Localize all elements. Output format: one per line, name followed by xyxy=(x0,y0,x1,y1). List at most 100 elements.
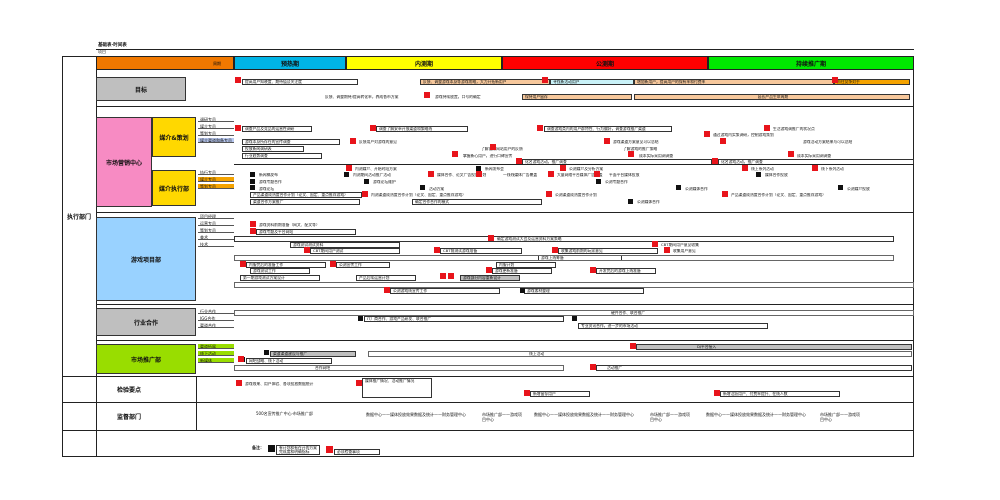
task-bar: 内测渠道成熟度合作计划（论文、国定、重点推荐游戏） xyxy=(371,192,466,197)
supervision-item: 数据中心——媒体投放效果数据及统计——财务管理中心 xyxy=(366,412,466,417)
task-bar: 了解游戏的推广策略 xyxy=(623,146,658,151)
phase-internal-test[interactable]: 内测期 xyxy=(346,56,502,70)
goal-bar-2: 反馈、调整游戏本身等游戏攻略，大力开拓新用户 xyxy=(420,79,550,85)
goal-bar-1: 提高用户知晓度、期待值及关注度 xyxy=(242,79,358,85)
checkpoint: 新增活跃用户、付费率提升、在线人数 xyxy=(720,391,840,397)
task-bar: 公测渠道成熟度合作计划 xyxy=(555,192,597,197)
role-label: 媒介专员 xyxy=(198,124,234,129)
task-bar: 确定合作合作的模式 xyxy=(412,199,542,205)
task-bar: DJ平台接入 xyxy=(636,344,912,350)
role-label: 媒介专员 xyxy=(198,177,234,182)
task-bar-long xyxy=(234,310,914,316)
task-bar: 游戏论坛维护 xyxy=(373,179,396,184)
task-bar: 新闻发布会 xyxy=(485,166,504,171)
task-bar: 游戏论坛 xyxy=(259,186,275,191)
supervision-item: 市场推广部——游戏项目中心 xyxy=(820,412,860,422)
role-label: 执行专员 xyxy=(198,170,234,175)
supervision-item: 数据中心——媒体投放效果数据及统计——财务管理中心 xyxy=(534,412,634,417)
phase-promotion[interactable]: 持续推广期 xyxy=(708,56,914,70)
role-label: 策划专员 xyxy=(198,228,234,233)
role-label: 技术 xyxy=(198,242,234,247)
task-bar: 游戏专题及平台网站 xyxy=(256,229,356,235)
industry-label: 行业合作 xyxy=(96,308,196,336)
task-bar: 内测媒介、开始时段方案 xyxy=(355,166,397,171)
checkpoint: 新增留存用户 xyxy=(530,391,590,397)
task-bar: 大量网络平台媒体广告覆盖 xyxy=(557,172,603,177)
legend-red-swatch xyxy=(326,446,333,453)
task-bar: 渠道渠道建设与推广 xyxy=(270,351,356,357)
goal-label: 目标 xyxy=(96,77,186,101)
role-label: 线下活动 xyxy=(198,351,234,356)
goal-bar-4: 增加新用户，提高用户的保有率和付费率 xyxy=(634,79,834,85)
task-bar: 线上活动 xyxy=(368,351,912,357)
task-bar: 媒体合作投放 xyxy=(765,172,788,177)
goal-bar-9: 延长产品生命周期 xyxy=(634,94,910,100)
task-bar: 调查产品及竞品的运营性调研 xyxy=(242,126,312,132)
task-bar: 内服计划 xyxy=(496,262,556,268)
task-bar: CBT期间用户意见收集 xyxy=(661,242,699,247)
task-bar: 公测媒介及分析方案 xyxy=(569,166,604,171)
legend-black-label: 有计划和有在开的方案完成度和明确指标 xyxy=(276,445,320,455)
task-bar-long xyxy=(234,255,894,261)
role-label: IGG合作 xyxy=(198,316,234,321)
task-bar: 专业资讯合作，进一步的市场活动 xyxy=(578,323,768,329)
goal-bar-6: 反馈、调整期待/提高转化率，养成各市方案 xyxy=(325,94,399,99)
task-bar: 硬件合作、联合推广 xyxy=(611,310,646,315)
task-bar: CBT前测试游戏准备 xyxy=(440,248,522,254)
task-bar: 平面平台媒体投放 xyxy=(609,172,640,177)
task-bar: 新闻稿发布 xyxy=(259,172,278,177)
task-bar: 线上系列活动 xyxy=(751,166,774,171)
task-bar: 成本实际采用调调查 xyxy=(797,153,832,158)
supervision-item: 数据中心——媒体投放效果数据及统计——财务管理中心 xyxy=(706,412,806,417)
legend-black-swatch xyxy=(268,445,275,452)
task-bar: 媒体合作、论文广告投放计划 xyxy=(437,172,487,177)
market-dept-label: 市场推广部 xyxy=(96,344,196,374)
role-label: 渠道合作 xyxy=(198,323,234,328)
task-bar: CBT期间用户测试 xyxy=(310,248,400,254)
task-bar: 公测游戏线宣传工作 xyxy=(390,288,500,294)
task-bar: 公测专题合作 xyxy=(605,179,628,184)
task-bar: 公测宣传工作 xyxy=(336,262,390,268)
task-bar: 公测媒介投放 xyxy=(847,186,870,191)
task-bar: 活动推广 xyxy=(596,365,912,371)
task-bar: 游戏本身所存在的宣传调查 xyxy=(242,139,340,145)
role-label: 媒介渠道和备专员 xyxy=(198,138,234,143)
checkpoint: 媒体推广情况、活动推广情况 xyxy=(362,378,432,398)
role-label: 渠道拓展 xyxy=(198,344,234,349)
task-bar: 游戏资料前期准备（网文、配文等） xyxy=(259,222,320,227)
goal-bar-5: 抓住竞争对手 xyxy=(834,79,910,85)
task-bar: 行业趋势调查 xyxy=(242,153,322,159)
task-bar: 收集用户意见 xyxy=(673,248,696,253)
task-bar: 游戏渠道方案意见可以总结 xyxy=(613,139,659,144)
role-label: 项目经理 xyxy=(198,214,234,219)
legend-red-label: 必须检查事项 xyxy=(334,449,380,455)
task-bar: 游戏部分内容重新设计 xyxy=(460,275,520,281)
legend-title: 备注： xyxy=(252,445,264,450)
task-bar: 了解官方网站用户的反馈 xyxy=(481,146,523,151)
task-bar: 成本实际采用调调查 xyxy=(639,153,674,158)
exec-dept-label: 执行部门 xyxy=(66,213,91,221)
phase-warmup[interactable]: 预热期 xyxy=(234,56,346,70)
supervision-label: 监督部门 xyxy=(116,413,141,421)
task-bar: 合作网吧 xyxy=(234,365,564,371)
role-label: 策划专员 xyxy=(198,184,234,189)
task-bar: 内服完后的准备工作 xyxy=(246,262,326,268)
media-exec-label: 媒介执行部 xyxy=(152,170,196,206)
task-bar: 开发完后的游戏上线准备 xyxy=(596,268,656,274)
task-bar: IT厂商合作、游戏产品研发、联合推广 xyxy=(364,316,564,322)
sheet-subtitle: 项目 xyxy=(98,49,106,54)
task-bar: 内测期间活动推广活动 xyxy=(353,172,391,177)
period-cell: 周期 xyxy=(96,56,234,70)
task-bar: 公测媒体合作 xyxy=(637,199,660,204)
task-bar: 活动方案 xyxy=(429,186,445,191)
task-bar: 生活游戏调推广的状况点 xyxy=(773,126,815,131)
phase-public-test[interactable]: 公测期 xyxy=(502,56,708,70)
role-label: 调研专员 xyxy=(198,117,234,122)
supervision-item: 市场推广部——游戏项目中心 xyxy=(650,412,690,422)
task-bar: 产品渠道成熟度合作计划（论文、国定、重点推荐游戏） xyxy=(731,192,826,197)
task-bar: 游戏专题合作 xyxy=(259,179,282,184)
goal-bar-7: 游戏持续放置，口号的确定 xyxy=(435,94,481,99)
supervision-item: 500名宣传推广中心·市场推广部 xyxy=(256,411,313,416)
task-bar: 反馈用户对游戏的意见 xyxy=(359,139,397,144)
role-label: 行业合作 xyxy=(198,309,234,314)
